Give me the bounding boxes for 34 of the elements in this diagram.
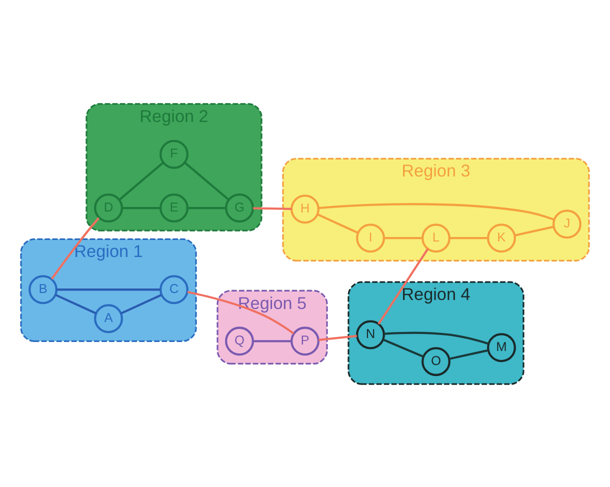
- node-circle: K: [487, 223, 516, 252]
- connector: [378, 248, 429, 324]
- connector: [50, 216, 100, 280]
- connector: [382, 338, 424, 358]
- connector: [253, 340, 292, 342]
- connector: [318, 202, 555, 220]
- connector: [56, 288, 160, 290]
- node-circle: P: [290, 326, 320, 356]
- connector: [184, 161, 230, 200]
- node-circle: Q: [225, 326, 254, 356]
- node-circle: O: [422, 346, 450, 376]
- node-circle: A: [94, 304, 123, 333]
- connector: [384, 331, 489, 344]
- node-circle: H: [290, 194, 320, 224]
- node-circle: N: [356, 320, 385, 349]
- connector: [187, 290, 294, 334]
- connector: [514, 225, 554, 236]
- connector: [253, 206, 292, 210]
- node-circle: B: [28, 274, 58, 304]
- connector: [118, 161, 164, 200]
- connector: [188, 206, 226, 209]
- connector: [449, 348, 488, 360]
- node-circle: M: [487, 332, 516, 362]
- connector: [450, 236, 488, 239]
- node-circle: I: [356, 223, 385, 252]
- connector: [384, 236, 422, 239]
- node-circle: C: [160, 274, 188, 304]
- connector: [122, 206, 160, 209]
- node-circle: L: [422, 223, 450, 252]
- connector: [318, 334, 358, 340]
- connector: [120, 294, 162, 314]
- connector: [316, 212, 358, 234]
- node-circle: J: [552, 209, 582, 238]
- connector: [54, 293, 96, 314]
